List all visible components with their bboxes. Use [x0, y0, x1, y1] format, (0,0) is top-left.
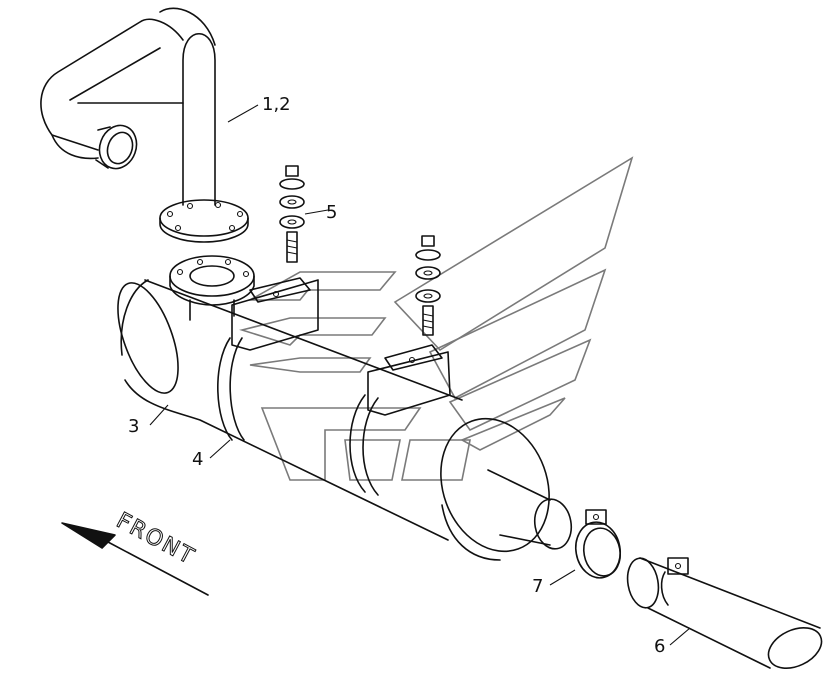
clamp: [574, 509, 622, 579]
exhaust-pipe: [40, 7, 216, 206]
tail-pipe: [626, 557, 823, 669]
leader-lines: [149, 104, 691, 646]
label-tail-pipe: 6: [654, 636, 665, 657]
watermark-logo: [239, 156, 634, 481]
muffler-body: [117, 255, 573, 561]
mounting-strap-front: [217, 277, 319, 441]
upper-flange: [159, 199, 249, 243]
label-strap: 4: [192, 449, 203, 470]
mount-hardware-left: [279, 165, 305, 263]
front-label: FRONT: [112, 508, 199, 570]
label-pipe: 1,2: [262, 94, 291, 115]
label-mount-hardware: 5: [326, 202, 337, 223]
label-clamp: 7: [532, 576, 543, 597]
label-muffler: 3: [128, 416, 139, 437]
front-direction-indicator: FRONT: [61, 508, 209, 596]
mounting-strap-rear: [349, 344, 451, 496]
mount-hardware-right: [415, 235, 441, 336]
